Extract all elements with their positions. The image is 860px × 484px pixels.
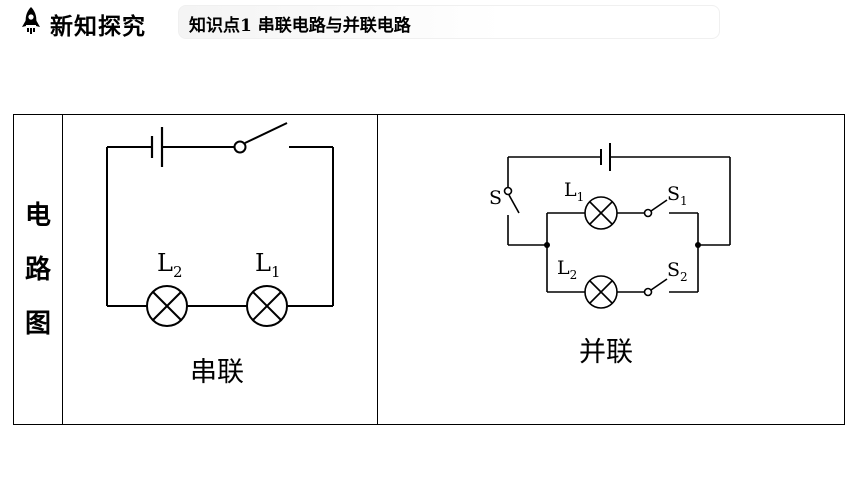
series-caption: 串联 [190,357,244,388]
row-header-char: 路 [24,254,51,285]
switch-s1-label: S1 [667,183,688,208]
lamp-l1-label: L1 [564,179,584,204]
junction-dot [544,242,550,248]
section-title: 新知探究 [50,13,146,40]
topic-pill: 知识点1 串联电路与并联电路 [178,5,720,39]
row-header: 电 路 图 [14,115,62,424]
parallel-caption: 并联 [579,337,633,368]
row-header-char: 图 [24,308,51,339]
column-divider-left [62,115,63,424]
row-header-char: 电 [24,200,51,231]
parallel-circuit-diagram: S L1 S1 L2 S2 并联 [489,143,731,368]
rocket-icon [22,7,40,34]
topic-label: 知识点1 串联电路与并联电路 [189,16,411,36]
circuit-table: 电 路 图 [13,114,845,425]
switch-s2-label: S2 [667,259,688,284]
header-bar: 新知探究 知识点1 串联电路与并联电路 [0,0,860,44]
lamp-l2-label: L2 [557,257,577,282]
column-divider-middle [377,115,378,424]
switch-s-label: S [489,187,502,209]
lamp-l2-icon [146,285,188,327]
lamp-l1-label: L1 [255,249,280,281]
lamp-l1-icon [584,196,618,230]
lamp-l2-label: L2 [157,249,182,281]
junction-dot [695,242,701,248]
lamp-l1-icon [246,285,288,327]
lamp-l2-icon [584,275,618,309]
